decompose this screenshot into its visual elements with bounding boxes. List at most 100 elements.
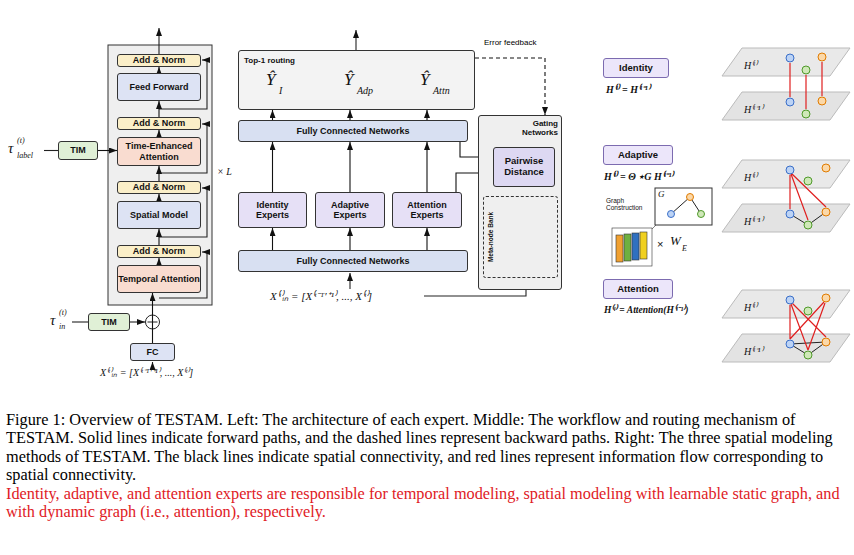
- feedback-connector: [475, 58, 545, 115]
- node-text: Attention: [617, 284, 659, 295]
- art-path: [790, 302, 826, 350]
- formula: H⁽ˡ⁾ = H⁽ˡ⁻¹⁾: [606, 84, 650, 96]
- node-text: Identity: [619, 63, 653, 74]
- method-header: Adaptive: [603, 145, 673, 165]
- tau-symbol: τ: [8, 140, 13, 157]
- art-rect: [612, 228, 652, 266]
- node-text: Feed Forward: [129, 82, 188, 92]
- node-text: Add & Norm: [133, 118, 186, 128]
- art-path: [152, 362, 153, 366]
- art-path: [158, 28, 159, 54]
- art-polygon: [722, 290, 850, 318]
- node-text: Meta-node Bank: [487, 212, 494, 262]
- times-sign: ×: [657, 238, 663, 251]
- flow-connector: [272, 142, 273, 192]
- art-polygon: [722, 92, 850, 120]
- flow-connector: [158, 194, 159, 201]
- caption-note: Identity, adaptive, and attention expert…: [6, 485, 848, 522]
- add-norm-box: Add & Norm: [117, 54, 201, 67]
- attention-planes: [722, 290, 850, 362]
- repeat-label: × L: [217, 166, 232, 178]
- subscript: in: [59, 322, 65, 331]
- layer-label: H⁽ˡ⁻¹⁾: [744, 104, 763, 116]
- node-text: Fully Connected Networks: [296, 256, 409, 266]
- art-path: [130, 321, 145, 322]
- identity-planes: [722, 48, 850, 120]
- meta-node-bank: Meta-node Bank: [483, 196, 558, 278]
- node-text: Adaptive: [618, 150, 658, 161]
- formula: H⁽ˡ⁾ = Attention(H⁽ˡ⁻¹⁾): [604, 305, 688, 316]
- art-polygon: [722, 334, 850, 362]
- flow-connector: [158, 130, 159, 137]
- art-circle: [786, 296, 794, 304]
- art-path: [671, 197, 701, 214]
- figure-caption: Figure 1: Overview of TESTAM. Left: The …: [6, 411, 848, 485]
- input-formula: X⁽ᵗ⁾ᵢₙ = [X⁽ᵗ⁻ᵀ′⁺¹⁾, ..., X⁽ᵗ⁾]: [270, 290, 372, 303]
- art-path: [72, 321, 88, 322]
- right-bars: [612, 225, 656, 266]
- add-norm-box: Add & Norm: [117, 245, 201, 258]
- art-circle: [786, 166, 794, 174]
- art-polygon: [722, 204, 850, 232]
- art-path: [790, 173, 826, 220]
- node-text: Gating Networks: [514, 119, 558, 137]
- flow-connector: [158, 258, 159, 265]
- tim-box: TIM: [88, 313, 130, 331]
- fc-network-box: Fully Connected Networks: [238, 250, 468, 272]
- art-circle: [822, 208, 830, 216]
- flow-connector: [426, 228, 427, 250]
- art-circle: [804, 177, 812, 185]
- node-text: Adaptive Experts: [316, 200, 384, 221]
- flow-connector: [272, 110, 273, 120]
- art-circle: [786, 98, 794, 106]
- art-path: [652, 225, 656, 229]
- art-path: [44, 150, 58, 151]
- art-path: [355, 30, 356, 50]
- art-circle: [668, 211, 675, 218]
- add-norm-box: Add & Norm: [117, 181, 201, 194]
- subscript: Attn: [433, 85, 450, 97]
- add-norm-box: Add & Norm: [117, 117, 201, 130]
- art-circle: [687, 194, 694, 201]
- flow-connector: [349, 110, 350, 120]
- art-circle: [802, 66, 810, 74]
- node-text: Top-1 routing: [244, 56, 295, 65]
- node-text: Add & Norm: [133, 182, 186, 192]
- flow-connector: [349, 142, 350, 192]
- annotation: Graph Construction: [606, 197, 646, 212]
- node-text: Fully Connected Networks: [296, 126, 409, 136]
- layer-label: H⁽ˡ⁻¹⁾: [744, 216, 763, 228]
- node-text: TIM: [70, 145, 86, 155]
- expert-frame: [108, 45, 212, 305]
- attention-box: Temporal Attention: [117, 265, 201, 293]
- node-text: Temporal Attention: [118, 274, 200, 284]
- art-rect: [640, 232, 647, 259]
- expert-box: Adaptive Experts: [315, 192, 385, 228]
- art-circle: [802, 110, 810, 118]
- flow-connector: [426, 142, 427, 192]
- node-text: Add & Norm: [133, 55, 186, 65]
- art-circle: [698, 211, 705, 218]
- node-text: Identity Experts: [239, 200, 306, 221]
- flow-connector: [152, 293, 153, 343]
- subscript: I: [279, 85, 282, 97]
- adaptive-planes: [722, 160, 850, 232]
- art-path: [790, 62, 822, 109]
- node-text: Spatial Model: [130, 210, 188, 220]
- node-text: Attention Experts: [393, 200, 461, 221]
- expert-box: Identity Experts: [238, 192, 307, 228]
- art-circle: [804, 221, 812, 229]
- caption-block: Figure 1: Overview of TESTAM. Left: The …: [6, 411, 848, 521]
- edge-label: Error feedback: [483, 38, 537, 47]
- flow-connector: [349, 228, 350, 250]
- art-circle: [786, 210, 794, 218]
- subscript: E: [682, 244, 687, 253]
- layer-label: H⁽ˡ⁾: [744, 172, 757, 184]
- subscript: label: [17, 151, 33, 160]
- attention-box: Time-Enhanced Attention: [117, 137, 201, 166]
- output-symbol: Ŷ: [266, 70, 275, 90]
- art-rect: [616, 235, 623, 262]
- art-path: [349, 273, 350, 289]
- superscript: (t): [59, 308, 67, 317]
